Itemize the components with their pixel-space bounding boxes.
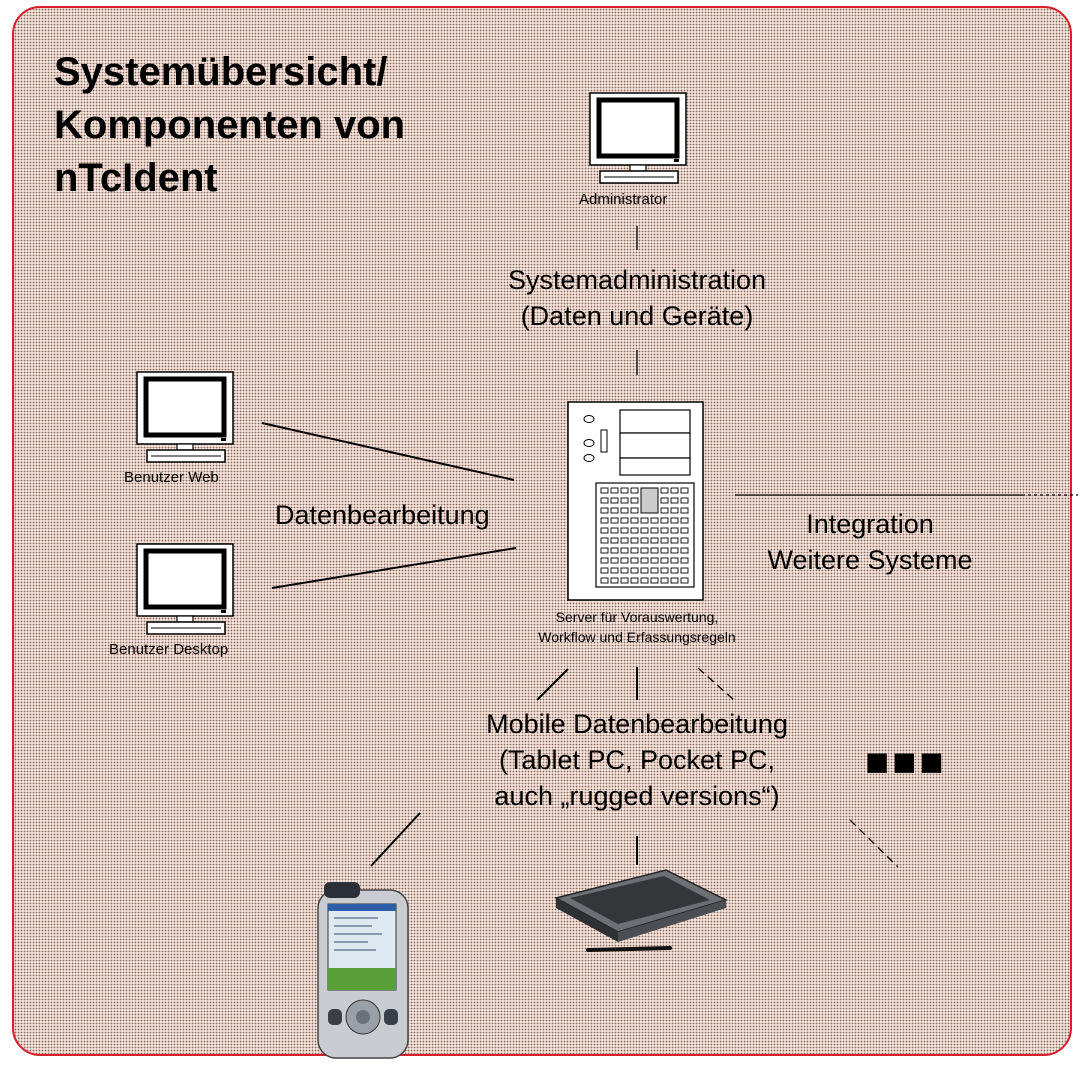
mobile-label-line-2: (Tablet PC, Pocket PC, bbox=[498, 745, 776, 775]
server-label-line-2: Workflow und Erfassungsregeln bbox=[538, 629, 736, 645]
desktop-user-connector bbox=[271, 547, 517, 589]
server-label-line-1: Server für Vorauswertung, bbox=[555, 609, 719, 625]
monitor-icon bbox=[590, 93, 686, 183]
data-processing-label: Datenbearbeitung bbox=[275, 500, 490, 530]
diagram-frame: Systemübersicht/ Komponenten von nTcIden… bbox=[12, 6, 1072, 1056]
title-line-1: Systemübersicht/ bbox=[54, 50, 388, 94]
mobile-label-line-3: auch „rugged versions“) bbox=[494, 781, 780, 811]
sysadmin-label: Systemadministration (Daten und Geräte) bbox=[470, 262, 804, 334]
integration-label: Integration Weitere Systeme bbox=[730, 506, 1010, 578]
desktop-user-label: Benutzer Desktop bbox=[109, 641, 229, 658]
mobile-connector-right bbox=[697, 667, 735, 701]
sysadmin-label-line-2: (Daten und Geräte) bbox=[520, 301, 754, 331]
mobile-label: Mobile Datenbearbeitung (Tablet PC, Pock… bbox=[435, 706, 839, 814]
pda-connector bbox=[370, 812, 421, 867]
more-devices-indicator: ■■■ bbox=[865, 740, 947, 784]
integration-label-line-1: Integration bbox=[806, 509, 934, 539]
administrator-label: Administrator bbox=[579, 191, 668, 208]
tablet-pc-icon bbox=[553, 869, 729, 952]
monitor-icon bbox=[137, 372, 233, 462]
integration-label-line-2: Weitere Systeme bbox=[767, 545, 973, 575]
web-user-connector bbox=[261, 422, 515, 481]
pocket-pc-icon bbox=[317, 882, 409, 1059]
mobile-label-line-1: Mobile Datenbearbeitung bbox=[486, 709, 788, 739]
more-connector bbox=[849, 819, 899, 868]
sysadmin-label-line-1: Systemadministration bbox=[507, 265, 767, 295]
mobile-connector-left bbox=[536, 668, 569, 701]
monitor-icon bbox=[137, 544, 233, 634]
server-tower-icon bbox=[567, 401, 704, 601]
server-label: Server für Vorauswertung, Workflow und E… bbox=[490, 607, 784, 647]
connector-lines bbox=[261, 226, 1078, 868]
title-line-3: nTcIdent bbox=[54, 156, 218, 200]
title-line-2: Komponenten von bbox=[54, 103, 406, 147]
diagram-title: Systemübersicht/ Komponenten von nTcIden… bbox=[54, 46, 405, 205]
web-user-label: Benutzer Web bbox=[124, 469, 219, 486]
